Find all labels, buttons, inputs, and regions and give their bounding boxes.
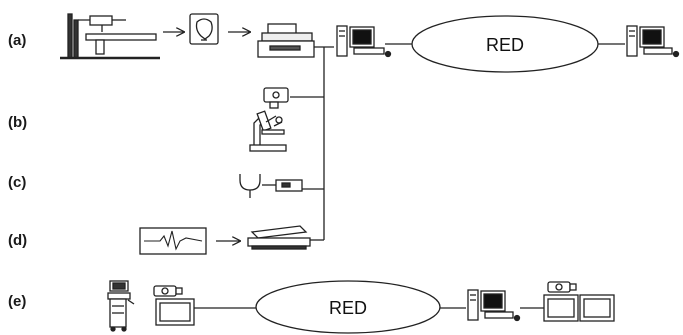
- flatbed-scanner-icon: [248, 226, 310, 249]
- film-scanner-icon: [258, 24, 314, 57]
- workstation-icon: [627, 26, 679, 57]
- video-monitor-icon: [544, 295, 578, 321]
- microscope-icon: [250, 111, 286, 151]
- video-monitor-icon: [580, 295, 614, 321]
- xray-film-icon: [190, 14, 218, 44]
- workstation-icon: [468, 290, 520, 321]
- stethoscope-icon: [240, 174, 302, 198]
- video-camera-icon: [264, 88, 288, 108]
- network-label-top: RED: [486, 35, 524, 55]
- xray-machine-icon: [60, 14, 160, 58]
- video-camera-icon: [548, 282, 576, 292]
- workstation-icon: [337, 26, 391, 57]
- ecg-trace-icon: [140, 228, 206, 254]
- ultrasound-cart-icon: [108, 281, 134, 331]
- network-label-bottom: RED: [329, 298, 367, 318]
- video-monitor-icon: [156, 299, 194, 325]
- video-camera-icon: [154, 286, 182, 296]
